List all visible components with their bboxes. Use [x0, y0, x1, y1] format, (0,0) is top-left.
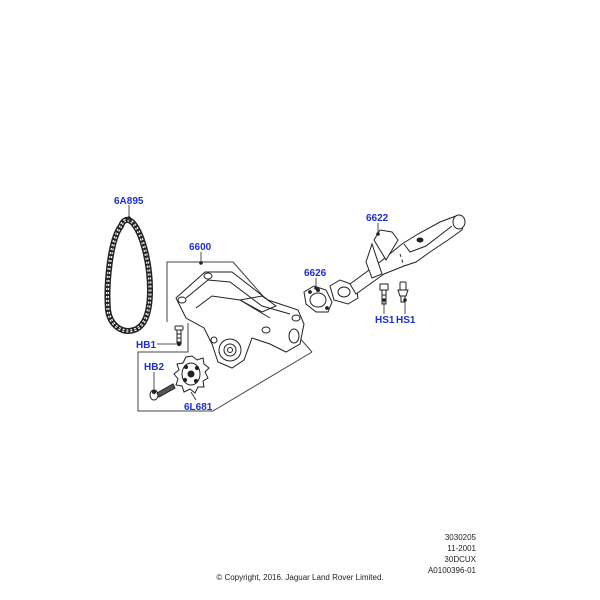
callout-hb1: HB1 — [136, 340, 156, 351]
pipe-gasket — [303, 285, 333, 313]
callout-6600: 6600 — [189, 242, 212, 253]
oil-pump-body — [175, 271, 305, 369]
copyright-notice: © Copyright, 2016. Jaguar Land Rover Lim… — [216, 573, 384, 582]
leader-lines — [128, 205, 406, 401]
callout-6626: 6626 — [304, 268, 327, 279]
reference-code-3: A0100396-01 — [427, 566, 476, 575]
reference-code-1: 3030205 — [444, 533, 476, 542]
callout-hb2: HB2 — [144, 362, 164, 373]
leader-dots — [127, 216, 407, 302]
bolt-hb1 — [174, 325, 184, 347]
oil-pickup-pipe — [329, 214, 466, 305]
callout-6a895: 6A895 — [114, 196, 144, 207]
pump-sprocket — [173, 355, 210, 394]
callout-hs1-right: HS1 — [396, 315, 416, 326]
reference-code-2: 30DCUX — [444, 555, 476, 564]
callout-6622: 6622 — [366, 213, 389, 224]
callout-hs1-left: HS1 — [375, 315, 395, 326]
bolt-hs1-left — [379, 283, 389, 305]
bolt-hb2 — [149, 383, 176, 401]
bolt-hs1-right — [397, 281, 409, 303]
callout-6l681: 6L681 — [184, 402, 213, 413]
timing-chain — [104, 216, 154, 334]
reference-date: 11-2001 — [447, 544, 476, 553]
